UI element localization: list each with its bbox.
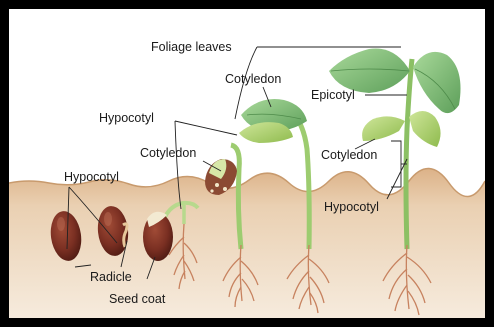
label-foliage-leaves: Foliage leaves — [151, 40, 232, 54]
label-cotyledon-top: Cotyledon — [225, 72, 281, 86]
label-epicotyl: Epicotyl — [311, 88, 355, 102]
label-radicle: Radicle — [90, 270, 132, 284]
label-hypocotyl-left: Hypocotyl — [64, 170, 119, 184]
seed-germination-diagram: Foliage leaves Cotyledon Hypocotyl Cotyl… — [9, 9, 485, 318]
label-hypocotyl-mid: Hypocotyl — [99, 111, 154, 125]
label-hypocotyl-right: Hypocotyl — [324, 200, 379, 214]
label-seed-coat: Seed coat — [109, 292, 166, 306]
diagram-canvas: Foliage leaves Cotyledon Hypocotyl Cotyl… — [9, 9, 485, 318]
label-cotyledon-right: Cotyledon — [321, 148, 377, 162]
label-cotyledon-mid: Cotyledon — [140, 146, 196, 160]
